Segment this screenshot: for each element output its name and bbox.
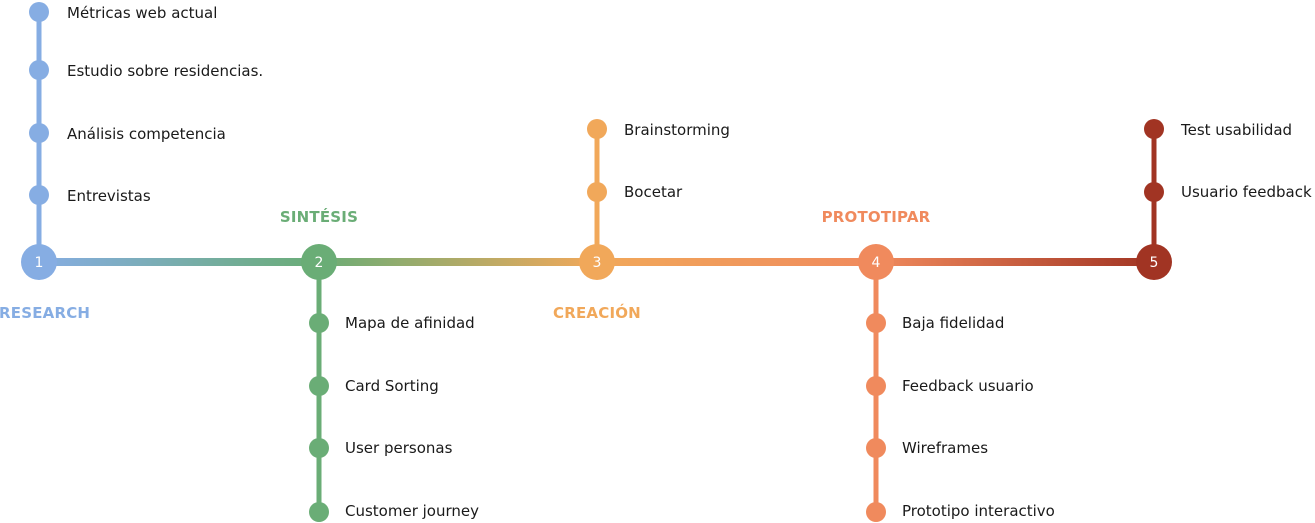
step-dot xyxy=(866,313,886,333)
phase-step: User personas xyxy=(309,438,453,458)
phase-node xyxy=(1136,244,1172,280)
step-dot xyxy=(1144,119,1164,139)
phase-step: Métricas web actual xyxy=(29,2,217,22)
step-label: Mapa de afinidad xyxy=(345,314,475,332)
step-label: Customer journey xyxy=(345,502,479,520)
phase-step: Feedback usuario xyxy=(866,376,1034,396)
step-dot xyxy=(29,60,49,80)
phase-node xyxy=(301,244,337,280)
phase-step: Estudio sobre residencias. xyxy=(29,60,263,80)
step-label: Análisis competencia xyxy=(67,125,226,143)
phase-title: RESEARCH xyxy=(0,304,90,322)
phase-step: Mapa de afinidad xyxy=(309,313,475,333)
step-label: Card Sorting xyxy=(345,377,439,395)
phase-step: Test usabilidad xyxy=(1144,119,1292,139)
phase-sintesis: Mapa de afinidad Card Sorting User perso… xyxy=(280,207,479,522)
step-dot xyxy=(309,502,329,522)
step-dot xyxy=(587,119,607,139)
step-dot xyxy=(309,313,329,333)
step-label: Test usabilidad xyxy=(1180,121,1292,139)
step-dot xyxy=(29,2,49,22)
step-dot xyxy=(587,182,607,202)
phase-step: Customer journey xyxy=(309,502,479,522)
phase-step: Entrevistas xyxy=(29,185,151,205)
phase-node-number: 3 xyxy=(593,255,602,271)
phase-step: Baja fidelidad xyxy=(866,313,1004,333)
step-dot xyxy=(866,438,886,458)
phase-node xyxy=(579,244,615,280)
phase-step: Análisis competencia xyxy=(29,123,226,143)
phase-testing: Test usabilidad Usuario feedback 5 xyxy=(1136,119,1312,280)
step-label: Prototipo interactivo xyxy=(902,502,1055,520)
phase-title: PROTOTIPAR xyxy=(822,208,931,226)
phase-step: Usuario feedback xyxy=(1144,182,1312,202)
phase-node-number: 2 xyxy=(315,255,324,271)
step-label: Métricas web actual xyxy=(67,4,217,22)
phase-step: Brainstorming xyxy=(587,119,730,139)
step-label: Brainstorming xyxy=(624,121,730,139)
step-dot xyxy=(866,376,886,396)
step-label: User personas xyxy=(345,439,453,457)
step-dot xyxy=(309,376,329,396)
step-label: Estudio sobre residencias. xyxy=(67,62,263,80)
phase-step: Bocetar xyxy=(587,182,683,202)
step-label: Entrevistas xyxy=(67,187,151,205)
phase-node-number: 4 xyxy=(872,255,881,271)
step-dot xyxy=(309,438,329,458)
phase-step: Card Sorting xyxy=(309,376,439,396)
phase-title: CREACIÓN xyxy=(553,303,641,322)
phase-step: Prototipo interactivo xyxy=(866,502,1055,522)
step-label: Baja fidelidad xyxy=(902,314,1004,332)
step-label: Wireframes xyxy=(902,439,988,457)
step-dot xyxy=(29,123,49,143)
step-label: Usuario feedback xyxy=(1181,183,1312,201)
step-dot xyxy=(29,185,49,205)
step-label: Feedback usuario xyxy=(902,377,1034,395)
phase-node-number: 5 xyxy=(1150,255,1159,271)
phase-node-number: 1 xyxy=(35,255,44,271)
phase-step: Wireframes xyxy=(866,438,988,458)
step-dot xyxy=(866,502,886,522)
phase-node xyxy=(21,244,57,280)
phase-node xyxy=(858,244,894,280)
phase-prototipar: Baja fidelidad Feedback usuario Wirefram… xyxy=(822,208,1055,522)
step-label: Bocetar xyxy=(624,183,683,201)
phase-research: Métricas web actual Estudio sobre reside… xyxy=(0,2,263,322)
phase-title: SINTÉSIS xyxy=(280,207,358,226)
phase-creacion: Brainstorming Bocetar 3 CREACIÓN xyxy=(553,119,730,322)
step-dot xyxy=(1144,182,1164,202)
